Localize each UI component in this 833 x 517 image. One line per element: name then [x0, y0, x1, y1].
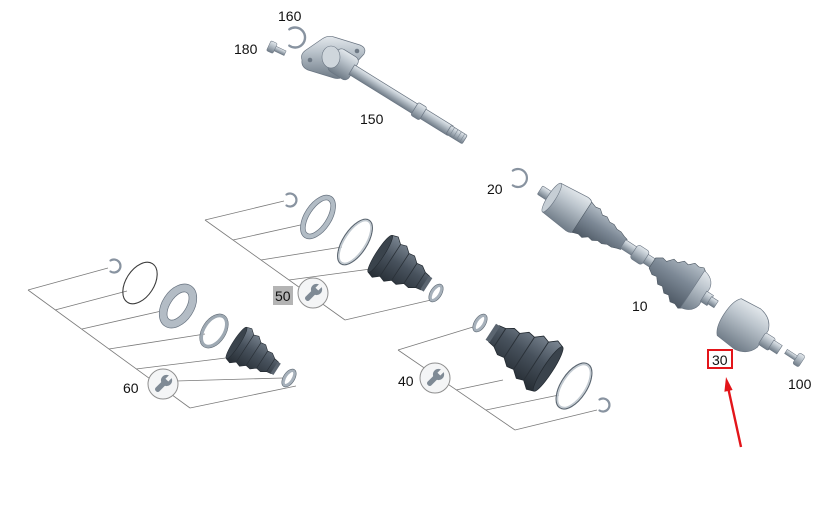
callout-150[interactable]: 150 — [360, 111, 384, 127]
snap-ring-20-part — [511, 167, 529, 189]
callout-label[interactable]: 20 — [487, 181, 503, 197]
wrench-icon[interactable] — [147, 368, 179, 400]
callout-20[interactable]: 20 — [487, 181, 503, 197]
ring-body — [159, 283, 197, 329]
spline-lines — [449, 127, 466, 143]
callout-60[interactable]: 60 — [123, 380, 139, 396]
leader-line — [260, 246, 343, 261]
outer-joint — [680, 270, 712, 310]
leader-line — [204, 200, 285, 221]
callout-160[interactable]: 160 — [278, 8, 302, 24]
ring-outline — [337, 218, 373, 266]
callout-label[interactable]: 10 — [632, 298, 648, 314]
shaft-body — [327, 48, 468, 144]
kit-50-clamp — [424, 280, 448, 306]
kit-40-boot — [474, 306, 569, 397]
kit-50-hex-ring — [300, 194, 336, 240]
inner-boot — [571, 201, 628, 250]
bolt-head — [792, 353, 805, 367]
cv-joint-bell — [716, 298, 770, 353]
ring-body — [300, 195, 336, 239]
kit-60-clip — [109, 258, 122, 274]
kit-60-bearing-ring — [158, 283, 198, 329]
arrow-icon — [724, 377, 743, 448]
bolt-180-part — [266, 40, 287, 56]
callout-40[interactable]: 40 — [398, 373, 414, 389]
wrench-icon[interactable] — [419, 362, 451, 394]
leader-line — [27, 267, 109, 291]
kit-50-thin-ring — [337, 218, 373, 266]
callout-label[interactable]: 50 — [275, 288, 291, 304]
shaft-hub-face — [321, 45, 341, 69]
threaded-end — [706, 296, 719, 309]
ring-inner — [338, 219, 372, 265]
kit-60-thin-ring — [122, 261, 158, 305]
ring-inner-outline — [166, 291, 190, 321]
ring-outline — [300, 194, 336, 240]
leader-line — [189, 385, 297, 409]
drive-shaft-10-part — [537, 182, 719, 310]
axle-shaft-150-part — [301, 35, 468, 144]
callout-label[interactable]: 60 — [123, 380, 139, 396]
vibration-damper — [630, 245, 650, 265]
flange-bolt-hole — [307, 57, 313, 63]
ring-outline — [199, 313, 229, 349]
ring-inner — [556, 363, 592, 409]
arrow-shaft — [727, 389, 743, 448]
inner-joint-face — [541, 182, 562, 213]
leader-line — [232, 223, 306, 241]
leader-line — [81, 309, 167, 330]
bolt-head — [266, 40, 278, 54]
leader-line — [175, 377, 284, 382]
snap-ring-160-part — [288, 26, 307, 49]
cv-joint-30-part — [716, 298, 783, 355]
flange-bolt-hole — [354, 48, 360, 54]
ring-body — [200, 314, 228, 348]
callout-30-highlighted[interactable]: 30 — [707, 349, 733, 369]
kit-40-thin-ring — [555, 362, 593, 410]
shaft-collar — [411, 102, 427, 120]
kit-60-boot — [222, 323, 289, 387]
leader-line — [108, 333, 206, 350]
leader-line — [397, 326, 474, 351]
highlight-box — [707, 349, 733, 369]
callout-label[interactable]: 150 — [360, 111, 384, 127]
cv-joint-stub — [768, 339, 783, 355]
bolt-100-part — [784, 349, 805, 367]
leader-line — [455, 379, 504, 391]
ring-outline — [158, 283, 198, 329]
kit-40-clip — [598, 397, 611, 413]
kit-40-clamp — [468, 310, 492, 336]
arrow-head — [724, 377, 733, 392]
ring-inner-outline — [304, 199, 332, 235]
callout-label[interactable]: 160 — [278, 8, 302, 24]
leader-line — [485, 394, 560, 411]
callout-label[interactable]: 30 — [712, 352, 728, 368]
kit-50-clip — [285, 192, 298, 208]
leader-line — [135, 356, 235, 370]
ring-outline — [555, 362, 593, 410]
callout-100[interactable]: 100 — [788, 376, 812, 392]
leader-line — [344, 299, 432, 321]
leader-line — [288, 267, 379, 281]
callout-label[interactable]: 180 — [234, 41, 258, 57]
callout-50-selected[interactable]: 50 — [273, 286, 293, 305]
callout-label[interactable]: 40 — [398, 373, 414, 389]
leader-line — [514, 409, 598, 431]
kit-40-leader-lines — [397, 326, 598, 431]
selected-background — [273, 286, 293, 305]
kit-60-ring — [199, 313, 229, 349]
callout-10[interactable]: 10 — [632, 298, 648, 314]
wrench-icon[interactable] — [297, 277, 329, 309]
callout-180[interactable]: 180 — [234, 41, 258, 57]
callout-label[interactable]: 100 — [788, 376, 812, 392]
leader-line — [54, 290, 128, 311]
